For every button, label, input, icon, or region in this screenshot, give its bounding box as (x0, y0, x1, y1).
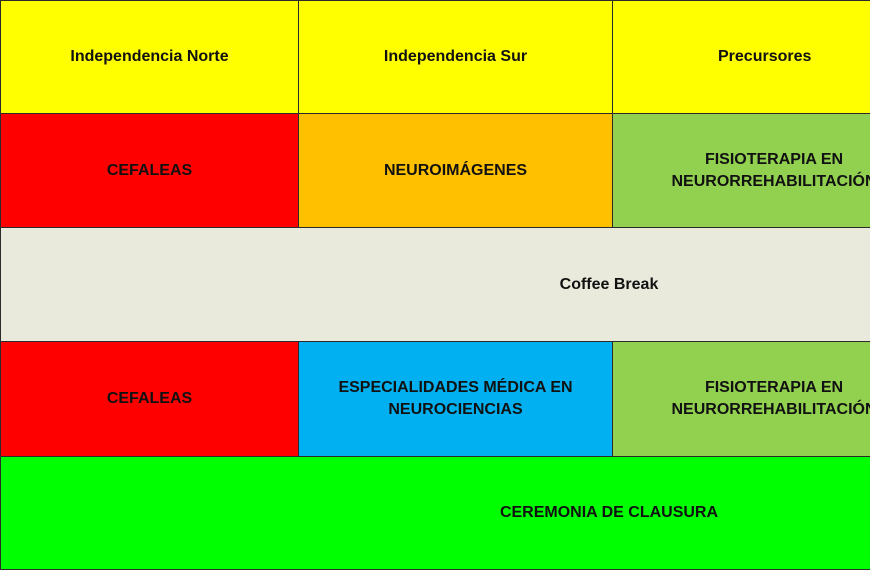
header-independencia-norte: Independencia Norte (0, 0, 299, 114)
session-label: NEUROIMÁGENES (383, 161, 528, 179)
session1-cefaleas: CEFALEAS (0, 113, 299, 228)
session1-fisioterapia: FISIOTERAPIA EN NEURORREHABILITACIÓN (612, 113, 870, 228)
session2-fisioterapia: FISIOTERAPIA EN NEURORREHABILITACIÓN (612, 341, 870, 457)
header-independencia-sur: Independencia Sur (298, 0, 613, 114)
session-label: FISIOTERAPIA EN NEURORREHABILITACIÓN (671, 379, 870, 418)
session-label: FISIOTERAPIA EN NEURORREHABILITACIÓN (671, 150, 870, 190)
coffee-break: Coffee Break (0, 227, 870, 342)
session-label: CEFALEAS (106, 390, 193, 407)
header-label: Independencia Norte (70, 48, 229, 65)
closing-label: CEREMONIA DE CLAUSURA (499, 504, 719, 521)
session-label: CEFALEAS (106, 161, 193, 179)
header-precursores: Precursores (612, 0, 870, 114)
header-label: Precursores (718, 48, 812, 65)
session-label: ESPECIALIDADES MÉDICA EN NEUROCIENCIAS (338, 379, 573, 418)
session2-especialidades: ESPECIALIDADES MÉDICA EN NEUROCIENCIAS (298, 341, 613, 457)
break-label: Coffee Break (559, 275, 659, 293)
session2-cefaleas: CEFALEAS (0, 341, 299, 457)
session1-neuroimagenes: NEUROIMÁGENES (298, 113, 613, 228)
header-label: Independencia Sur (383, 48, 528, 65)
closing-ceremony: CEREMONIA DE CLAUSURA (0, 456, 870, 570)
